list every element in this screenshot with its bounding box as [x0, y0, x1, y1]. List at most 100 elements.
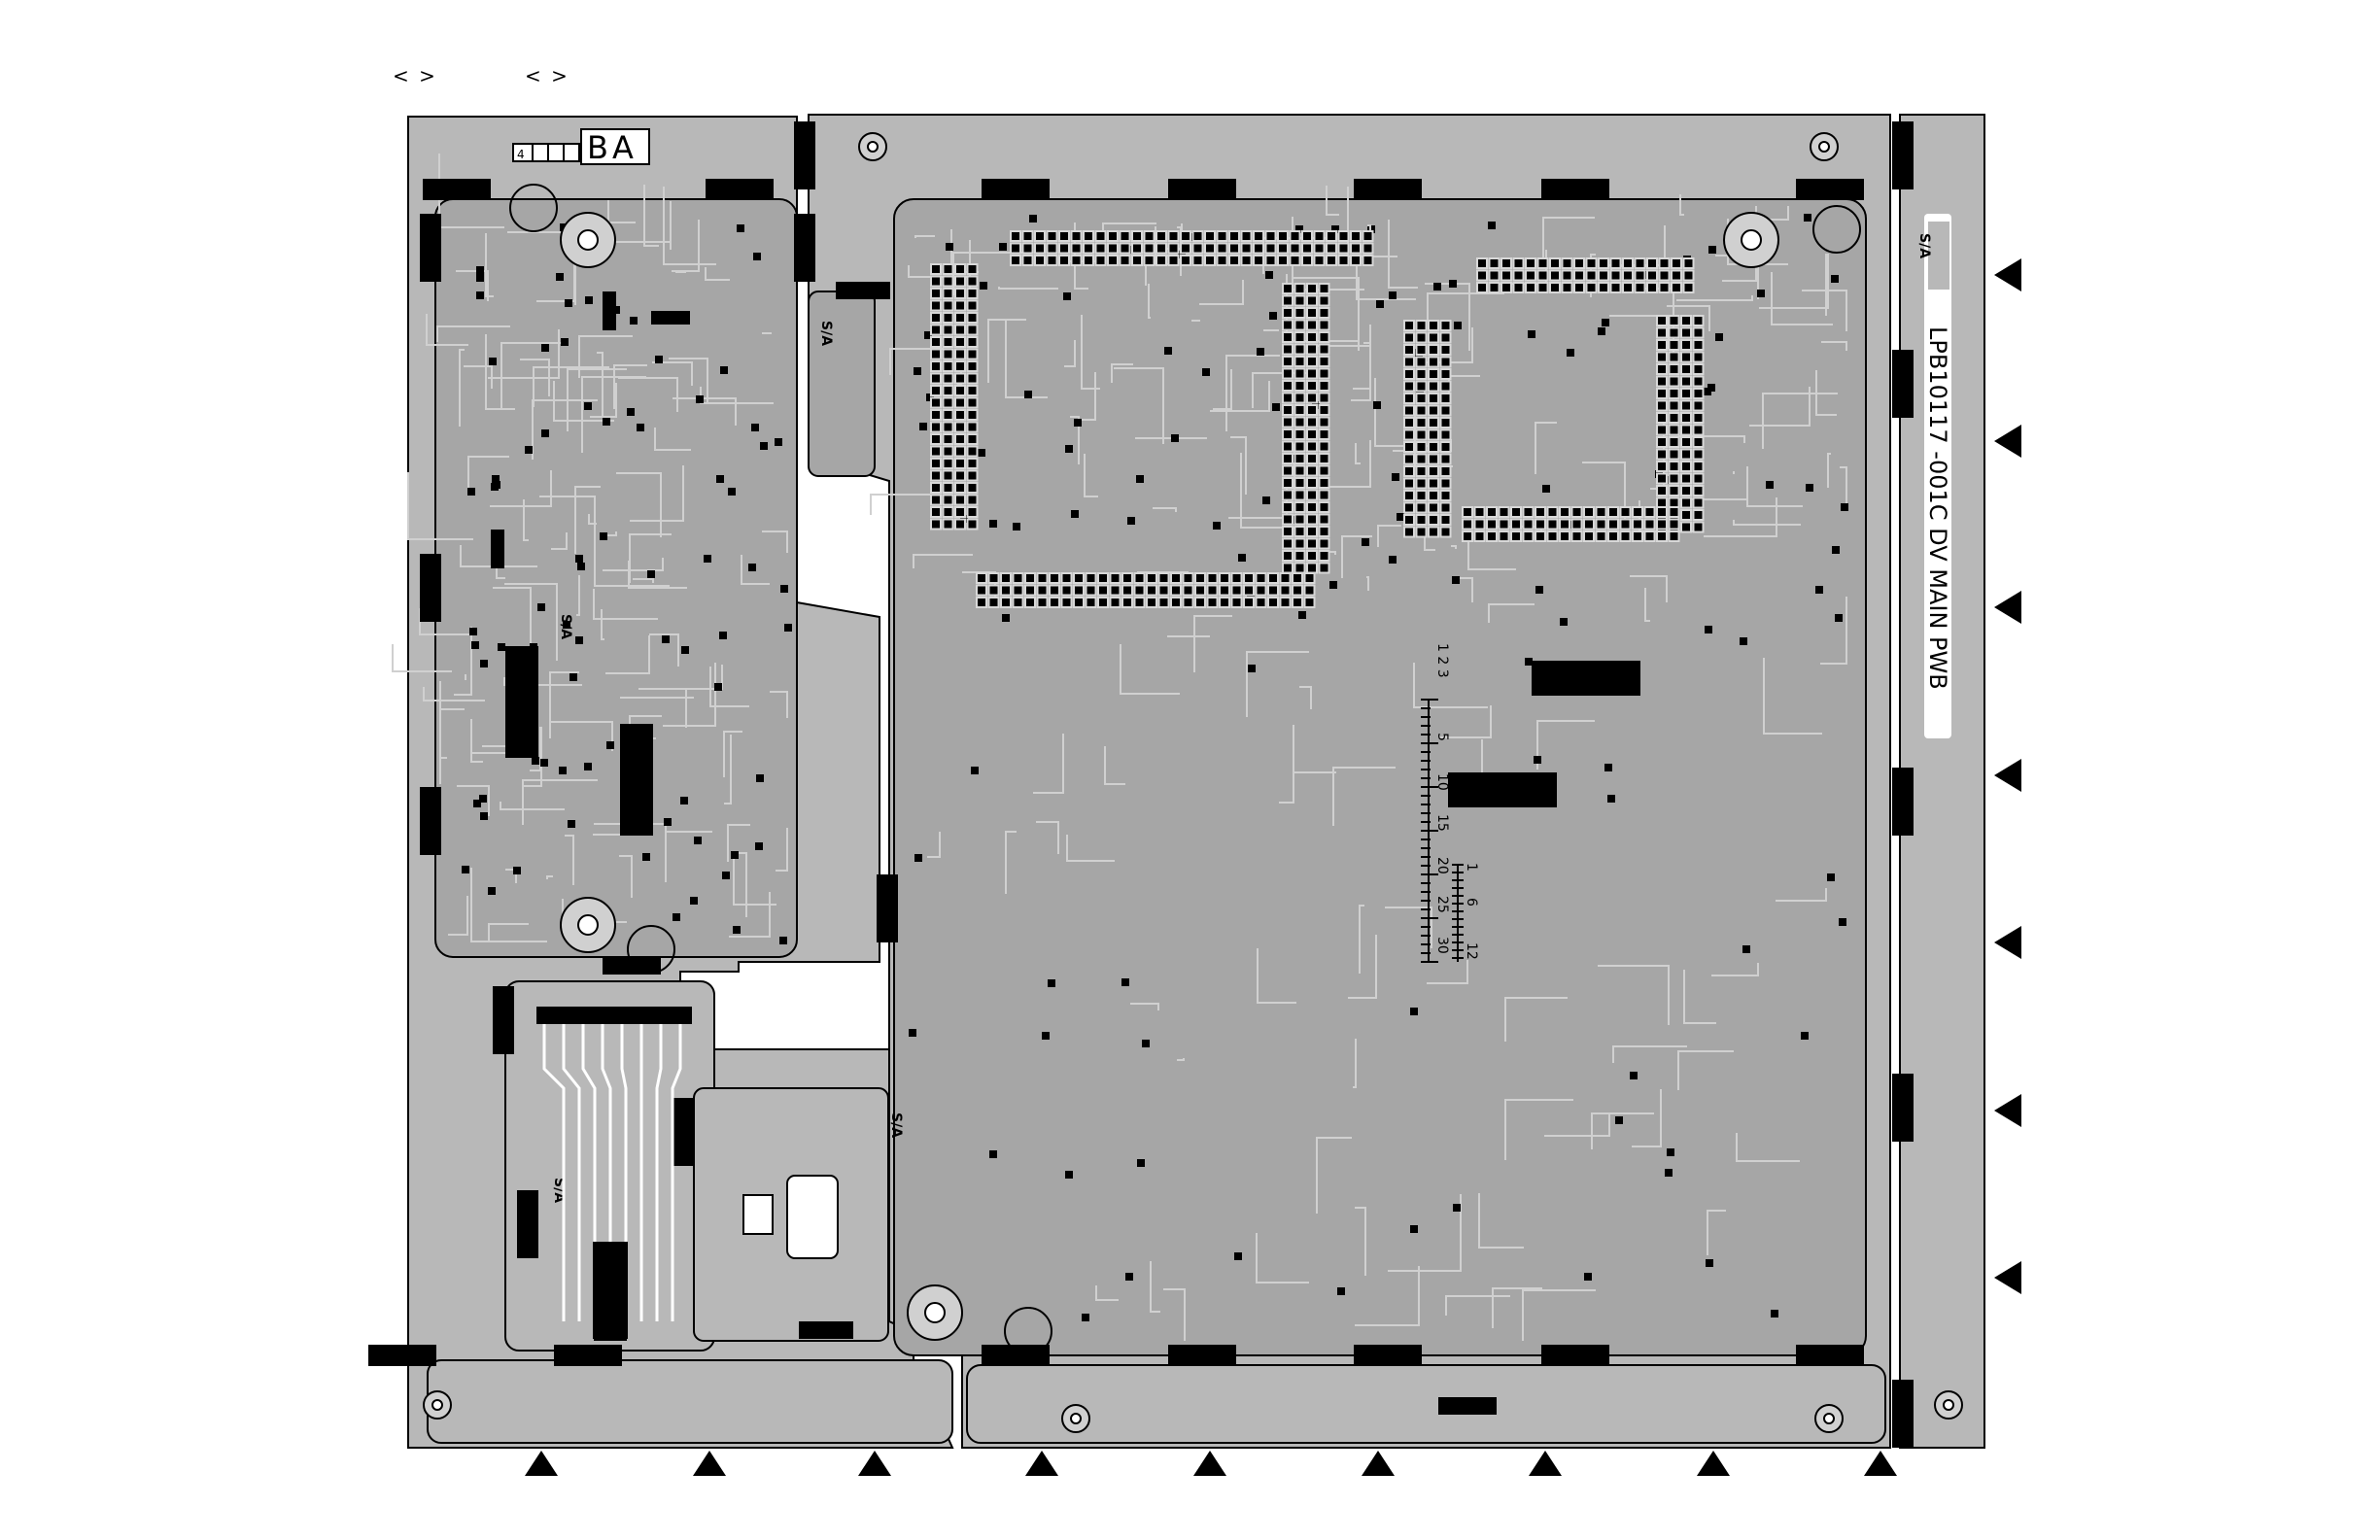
smd-pad: [748, 564, 756, 571]
bga-pad: [1072, 244, 1082, 254]
smd-pad: [1002, 614, 1010, 622]
bga-pad: [1429, 430, 1438, 440]
bga-pad: [1307, 345, 1317, 355]
bga-pad: [1320, 539, 1329, 549]
bga-pad: [1670, 474, 1679, 484]
bga-pad: [1295, 564, 1305, 573]
bga-pad: [931, 471, 941, 481]
bga-pad: [955, 434, 965, 444]
smd-pad: [1389, 291, 1397, 299]
bga-pad: [1621, 507, 1631, 517]
smd-pad: [1389, 556, 1397, 564]
bga-pad: [1417, 382, 1427, 392]
bga-pad: [1657, 353, 1667, 362]
bga-pad: [1302, 244, 1312, 254]
bga-pad: [1074, 573, 1084, 583]
bga-pad: [1500, 531, 1509, 541]
bga-pad: [1111, 573, 1121, 583]
bga-pad: [1327, 256, 1336, 265]
smd-pad: [575, 636, 583, 644]
bga-pad: [1278, 256, 1288, 265]
bga-pad: [1268, 586, 1278, 596]
bga-pad: [1320, 332, 1329, 342]
bga-pad: [1477, 271, 1487, 281]
bga-pad: [1291, 256, 1300, 265]
smd-pad: [728, 488, 736, 496]
smd-pad: [980, 282, 987, 290]
smd-pad: [1272, 403, 1280, 411]
bga-pad: [1320, 502, 1329, 512]
bga-pad: [1096, 244, 1106, 254]
bga-pad: [955, 325, 965, 335]
ruler-small-12: 12: [1464, 942, 1479, 960]
bga-pad: [1307, 429, 1317, 439]
silk-mark: S/A: [1916, 233, 1932, 258]
bga-pad: [1623, 258, 1633, 268]
bga-pad: [1087, 586, 1096, 596]
bga-pad: [1087, 573, 1096, 583]
bga-pad: [1694, 437, 1704, 447]
bga-pad: [1441, 418, 1451, 428]
bga-pad: [1169, 231, 1179, 241]
bga-pad: [1429, 394, 1438, 403]
bga-pad: [1404, 406, 1414, 416]
bga-pad: [1429, 528, 1438, 537]
bga-pad: [1229, 231, 1239, 241]
smd-pad: [1766, 481, 1774, 489]
smd-pad: [1042, 1032, 1050, 1040]
bga-pad: [1307, 527, 1317, 536]
bga-pad: [1229, 244, 1239, 254]
bga-pad: [1681, 474, 1691, 484]
bga-pad: [944, 277, 953, 287]
bga-pad: [1657, 401, 1667, 411]
bga-pad: [1218, 244, 1227, 254]
bga-pad: [1001, 598, 1011, 607]
bga-pad: [955, 289, 965, 298]
bga-pad: [931, 520, 941, 530]
bga-pad: [1417, 491, 1427, 500]
silk-mark: S/A: [818, 321, 834, 346]
flex-pad: [593, 1242, 628, 1339]
bga-pad: [968, 496, 978, 505]
smd-pad: [914, 367, 921, 375]
bga-pad: [1636, 283, 1645, 292]
smd-pad: [1615, 1116, 1623, 1124]
bga-pad: [1295, 551, 1305, 561]
bga-pad: [1572, 507, 1582, 517]
bga-pad: [1156, 231, 1166, 241]
bga-pad: [1266, 256, 1276, 265]
bga-pad: [1657, 520, 1667, 530]
bga-pad: [1048, 256, 1057, 265]
bga-pad: [1363, 231, 1373, 241]
bga-pad: [1014, 573, 1023, 583]
bga-pad: [1538, 271, 1548, 281]
bga-pad: [1404, 491, 1414, 500]
bga-pad: [1441, 382, 1451, 392]
bga-pad: [1295, 345, 1305, 355]
bga-pad: [931, 447, 941, 457]
bga-pad: [1487, 507, 1497, 517]
bga-pad: [1295, 321, 1305, 330]
smd-pad: [1815, 586, 1823, 594]
smd-pad: [1029, 215, 1037, 222]
bga-pad: [1295, 394, 1305, 403]
bga-pad: [1293, 598, 1302, 607]
bga-pad: [1295, 308, 1305, 318]
bga-pad: [1283, 478, 1293, 488]
bga-pad: [1524, 531, 1534, 541]
bga-pad: [931, 496, 941, 505]
ruler-label-15: 15: [1434, 814, 1450, 832]
smd-pad: [1525, 658, 1533, 666]
smd-pad: [737, 224, 744, 232]
bottom-edge-marker: [525, 1451, 558, 1476]
bga-pad: [1293, 573, 1302, 583]
board-clip: [1892, 768, 1914, 836]
bga-pad: [1511, 520, 1521, 530]
bga-pad: [1257, 586, 1266, 596]
board-clip: [1354, 1345, 1422, 1366]
bga-pad: [1278, 231, 1288, 241]
smd-pad: [1013, 523, 1020, 530]
bga-pad: [1550, 283, 1560, 292]
bga-pad: [1132, 231, 1142, 241]
